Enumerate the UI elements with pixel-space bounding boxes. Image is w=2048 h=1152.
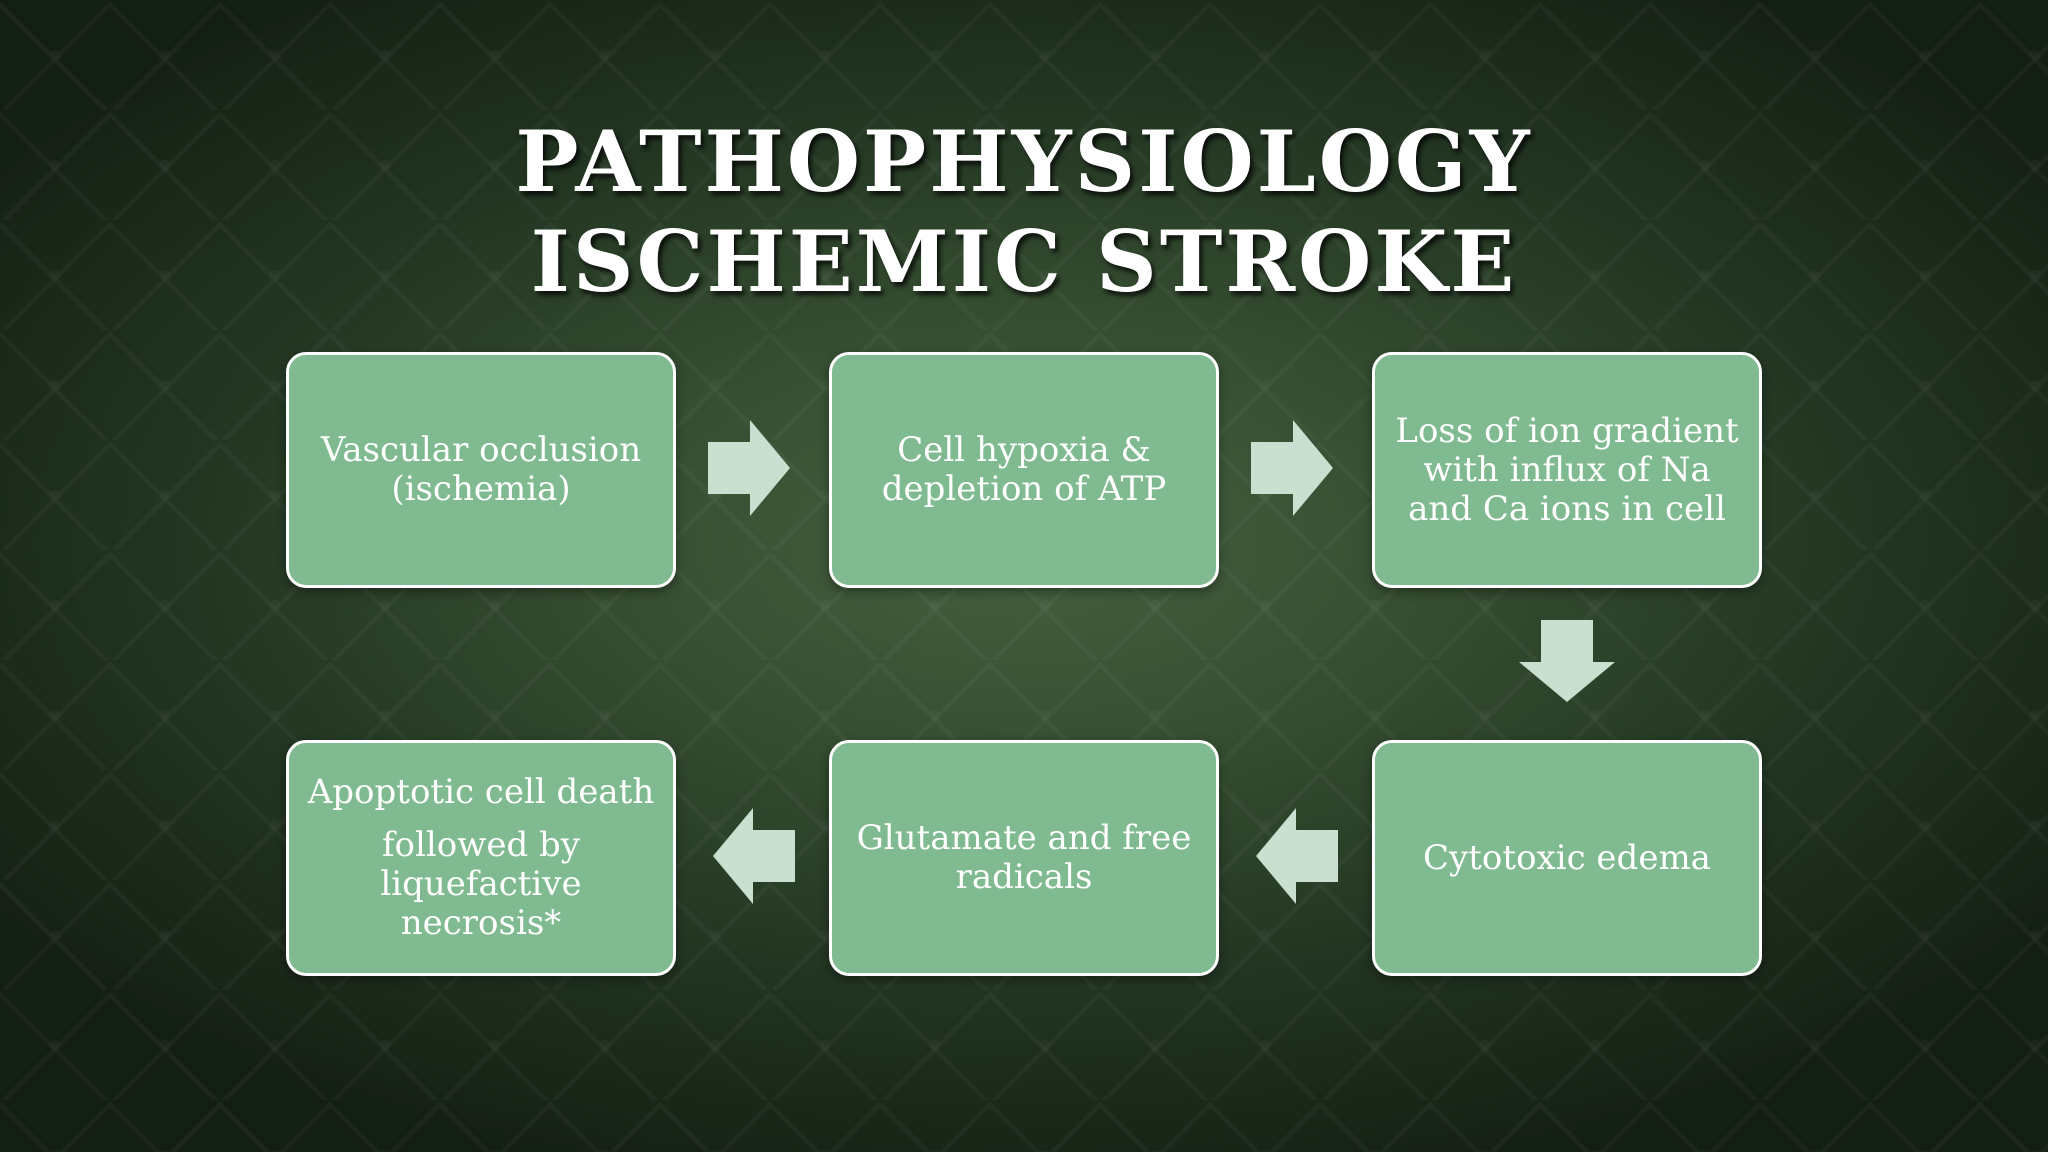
step-loss-of-ion-gradient: Loss of ion gradient with influx of Na a… [1372,352,1762,588]
title-line-1: PATHOPHYSIOLOGY [515,112,1533,211]
step-label: Cytotoxic edema [1423,837,1711,878]
arrow-left-icon [1256,808,1338,904]
step-glutamate-free-radicals: Glutamate and free radicals [829,740,1219,976]
title-line-2: ISCHEMIC STROKE [530,212,1518,311]
step-apoptotic-cell-death: Apoptotic cell death followed by liquefa… [286,740,676,976]
step-cytotoxic-edema: Cytotoxic edema [1372,740,1762,976]
step-label: Vascular occlusion (ischemia) [320,430,642,509]
arrow-down-icon [1519,620,1615,702]
step-cell-hypoxia: Cell hypoxia & depletion of ATP [829,352,1219,588]
step-label: Glutamate and free radicals [856,818,1192,897]
step-label: Cell hypoxia & depletion of ATP [881,430,1167,509]
arrow-left-icon [713,808,795,904]
step-vascular-occlusion: Vascular occlusion (ischemia) [286,352,676,588]
arrow-right-icon [1251,420,1333,516]
step-label-line-1: Apoptotic cell death [307,772,655,812]
step-label: Loss of ion gradient with influx of Na a… [1395,410,1739,529]
slide-title: PATHOPHYSIOLOGY ISCHEMIC STROKE [0,112,2048,312]
step-label-line-2: followed by liquefactive necrosis* [380,825,582,943]
arrow-right-icon [708,420,790,516]
